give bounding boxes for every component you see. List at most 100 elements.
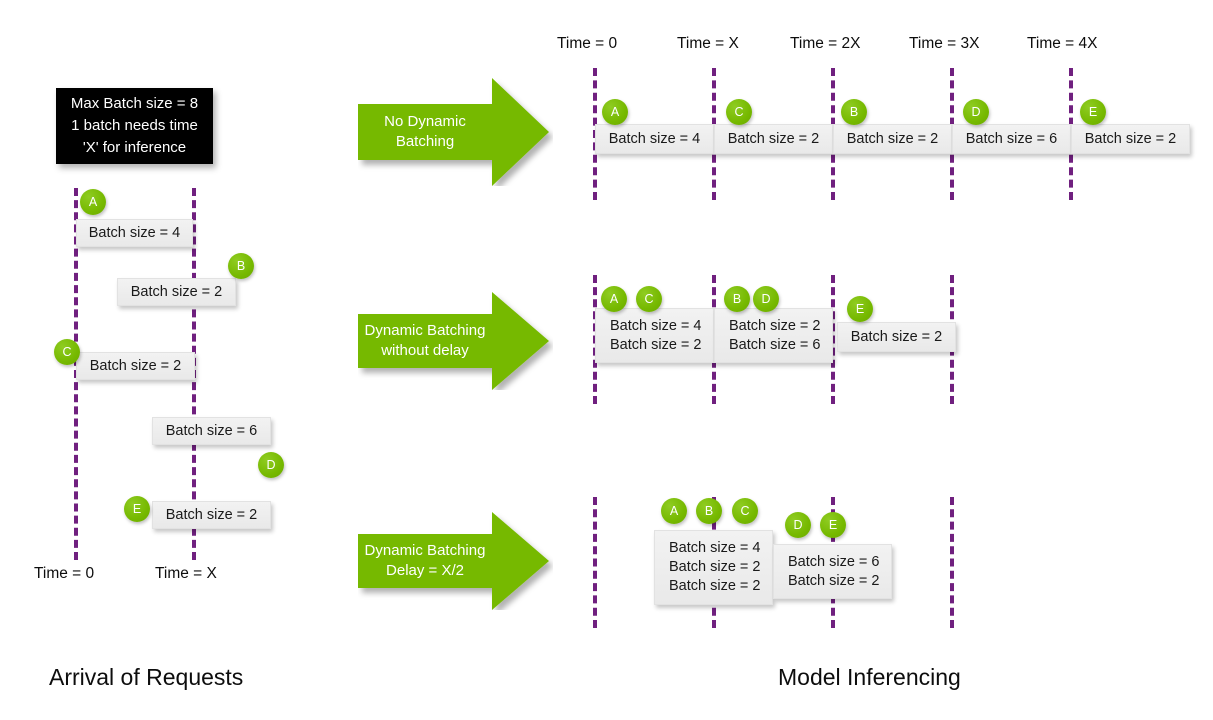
batch-size-label: Batch size = 2 xyxy=(1084,130,1177,147)
right-time-label-2x: Time = 2X xyxy=(790,35,861,52)
batch-size-label: Batch size = 2 xyxy=(610,336,702,353)
badge-letter: E xyxy=(828,518,838,532)
batch-size-label: Batch size = 6 xyxy=(788,553,880,570)
batch-size-label: Batch size = 6 xyxy=(729,336,821,353)
badge-letter: C xyxy=(740,504,750,518)
note-line-1: Max Batch size = 8 xyxy=(70,95,199,112)
arrival-of-requests-title: Arrival of Requests xyxy=(49,664,244,690)
dynamic-batching-delay-arrow: Dynamic Batching Delay = X/2 xyxy=(358,512,553,610)
dynamic-batching-without-delay-arrow: Dynamic Batching without delay xyxy=(358,292,553,390)
row1-badge-a: A xyxy=(602,99,628,125)
badge-letter: C xyxy=(62,345,72,359)
left-request-box-c: Batch size = 2 xyxy=(76,352,195,380)
left-request-box-a: Batch size = 4 xyxy=(76,219,193,247)
row1-badge-d: D xyxy=(963,99,989,125)
batch-size-label: Batch size = 2 xyxy=(846,130,939,147)
batch-size-label: Batch size = 2 xyxy=(727,130,820,147)
row3-badge-c: C xyxy=(732,498,758,524)
arrow-line-2: Delay = X/2 xyxy=(386,562,464,579)
left-request-box-e: Batch size = 2 xyxy=(152,501,271,529)
row2-timeline-2x xyxy=(831,275,835,404)
batch-size-label: Batch size = 2 xyxy=(788,572,880,589)
arrow-line-2: Batching xyxy=(395,133,455,150)
row2-badge-b: B xyxy=(724,286,750,312)
request-badge-d: D xyxy=(258,452,284,478)
row3-badge-d: D xyxy=(785,512,811,538)
right-time-label-4x: Time = 4X xyxy=(1027,35,1098,52)
badge-letter: A xyxy=(669,504,679,518)
batch-size-label: Batch size = 4 xyxy=(608,130,701,147)
badge-letter: A xyxy=(88,195,98,209)
badge-letter: D xyxy=(793,518,803,532)
badge-letter: A xyxy=(610,105,620,119)
arrow-line-1: No Dynamic xyxy=(384,113,466,130)
badge-letter: D xyxy=(761,292,771,306)
row3-badge-b: B xyxy=(696,498,722,524)
badge-letter: D xyxy=(971,105,981,119)
row2-slot-box-1: Batch size = 4 Batch size = 2 xyxy=(595,308,714,363)
arrow-line-1: Dynamic Batching xyxy=(364,542,486,559)
row1-slot-box-1: Batch size = 4 xyxy=(595,124,714,154)
request-badge-c: C xyxy=(54,339,80,365)
row3-timeline-0 xyxy=(593,497,597,628)
badge-letter: B xyxy=(732,292,742,306)
row3-badge-e: E xyxy=(820,512,846,538)
batch-size-label: Batch size = 2 xyxy=(850,328,943,345)
batch-size-label: Batch size = 2 xyxy=(130,283,223,300)
left-request-box-d: Batch size = 6 xyxy=(152,417,271,445)
batch-size-label: Batch size = 2 xyxy=(729,317,821,334)
badge-letter: B xyxy=(236,259,246,273)
note-line-2: 1 batch needs time xyxy=(71,117,198,134)
badge-letter: C xyxy=(644,292,654,306)
row2-badge-e: E xyxy=(847,296,873,322)
row1-slot-box-2: Batch size = 2 xyxy=(714,124,833,154)
badge-letter: D xyxy=(266,458,276,472)
row2-slot-box-3: Batch size = 2 xyxy=(837,322,956,352)
badge-letter: E xyxy=(1088,105,1098,119)
row1-slot-box-4: Batch size = 6 xyxy=(952,124,1071,154)
left-request-box-b: Batch size = 2 xyxy=(117,278,236,306)
badge-letter: C xyxy=(734,105,744,119)
row1-badge-e: E xyxy=(1080,99,1106,125)
left-time-label-x: Time = X xyxy=(155,565,217,582)
no-dynamic-batching-arrow: No Dynamic Batching xyxy=(358,78,553,186)
badge-letter: B xyxy=(849,105,859,119)
row3-timeline-3x xyxy=(950,497,954,628)
note-line-3: 'X' for inference xyxy=(82,139,187,156)
row1-badge-c: C xyxy=(726,99,752,125)
right-time-label-x: Time = X xyxy=(677,35,739,52)
badge-letter: A xyxy=(609,292,619,306)
batch-size-label: Batch size = 2 xyxy=(669,578,761,594)
batch-size-label: Batch size = 6 xyxy=(165,422,258,439)
badge-letter: E xyxy=(855,302,865,316)
request-badge-a: A xyxy=(80,189,106,215)
right-time-label-0: Time = 0 xyxy=(557,35,618,52)
batch-size-label: Batch size = 2 xyxy=(89,357,182,374)
row1-slot-box-3: Batch size = 2 xyxy=(833,124,952,154)
badge-letter: B xyxy=(704,504,714,518)
batch-size-label: Batch size = 2 xyxy=(669,559,761,575)
max-batch-note: Max Batch size = 8 1 batch needs time 'X… xyxy=(56,88,213,164)
request-badge-b: B xyxy=(228,253,254,279)
batch-size-label: Batch size = 2 xyxy=(165,506,258,523)
request-badge-e: E xyxy=(124,496,150,522)
arrow-line-2: without delay xyxy=(381,342,469,359)
row2-badge-c: C xyxy=(636,286,662,312)
batch-size-label: Batch size = 4 xyxy=(610,317,702,334)
row2-slot-box-2: Batch size = 2 Batch size = 6 xyxy=(714,308,833,363)
row3-slot-box-1: Batch size = 4 Batch size = 2 Batch size… xyxy=(654,530,773,605)
row1-slot-box-5: Batch size = 2 xyxy=(1071,124,1190,154)
batch-size-label: Batch size = 4 xyxy=(669,540,761,556)
row1-badge-b: B xyxy=(841,99,867,125)
arrow-line-1: Dynamic Batching xyxy=(364,322,486,339)
row2-badge-d: D xyxy=(753,286,779,312)
batch-size-label: Batch size = 6 xyxy=(965,130,1058,147)
row3-slot-box-2: Batch size = 6 Batch size = 2 xyxy=(773,544,892,599)
badge-letter: E xyxy=(132,502,142,516)
left-time-label-0: Time = 0 xyxy=(34,565,95,582)
right-time-label-3x: Time = 3X xyxy=(909,35,980,52)
row2-badge-a: A xyxy=(601,286,627,312)
model-inferencing-title: Model Inferencing xyxy=(778,664,961,690)
batch-size-label: Batch size = 4 xyxy=(88,224,181,241)
